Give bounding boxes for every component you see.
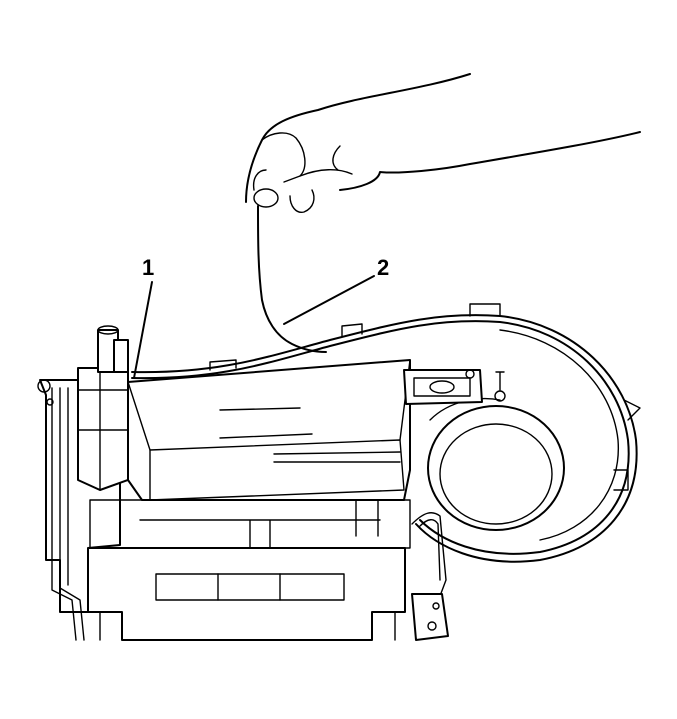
right-pipes (411, 512, 449, 641)
core-block (77, 325, 129, 491)
central-cavity (89, 359, 411, 549)
callout-2-label: 2 (377, 255, 390, 280)
leader-line-2 (283, 275, 375, 325)
blower-opening (427, 397, 565, 531)
callout-1-label: 1 (142, 255, 155, 280)
blower-scroll (131, 303, 641, 563)
lower-case (87, 547, 406, 641)
hand (245, 73, 641, 213)
pull-string (257, 205, 327, 353)
leader-lines (133, 275, 375, 379)
leader-line-1 (133, 281, 153, 379)
mounting-bracket (403, 369, 506, 405)
